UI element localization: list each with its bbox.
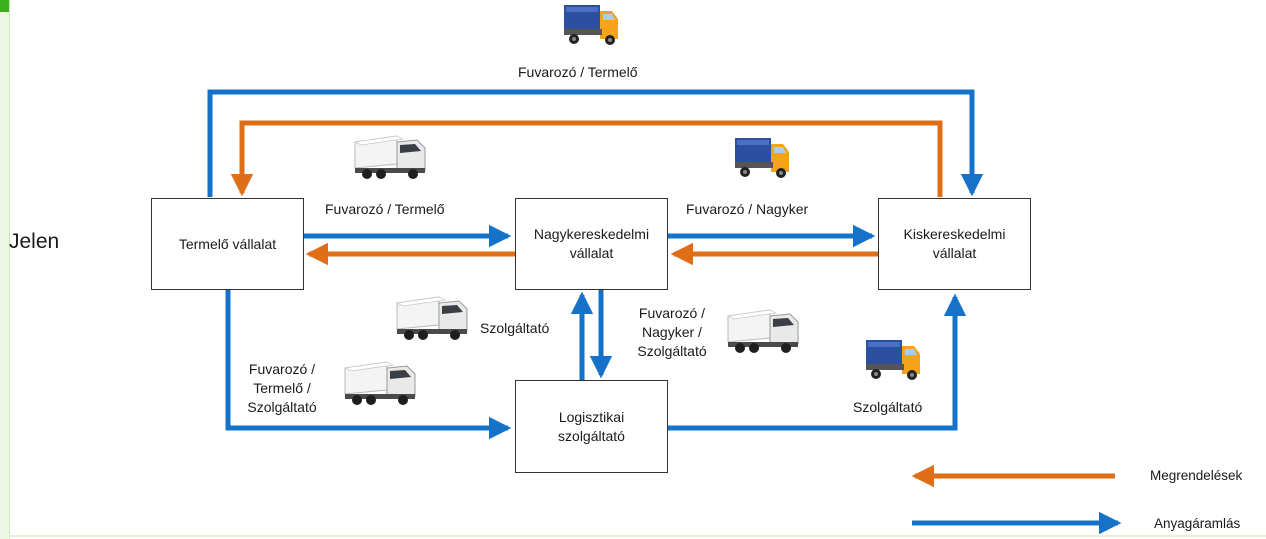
service-provider-label-lower-left: Fuvarozó / Termelő / Szolgáltató [247,361,317,415]
top-carrier-label: Fuvarozó / Termelő [518,64,638,80]
legend-orders-label: Megrendelések [1150,468,1243,483]
truck-blue-icon [866,340,920,380]
legend-material-flow-label: Anyagáramlás [1154,516,1241,531]
left-frame [0,0,10,539]
truck-white-icon [396,296,468,341]
producer-company-label: Termelő vállalat [178,235,277,252]
wholesale-retail-carrier-label: Fuvarozó / Nagyker [686,201,809,217]
producer-company-box: Termelő vállalat [151,198,304,290]
service-provider-label-middle: Fuvarozó / Nagyker / Szolgáltató [637,305,707,359]
service-provider-label-right: Szolgáltató [853,399,923,415]
truck-white-icon [344,361,416,406]
order-arrow-top [230,120,943,197]
logistics-provider-box: Logisztikai szolgáltató [515,380,668,473]
wholesale-company-label: Nagykereskedelmi vállalat [533,226,650,261]
material-flow-arrow-producer-logistics [225,290,512,440]
truck-white-icon [354,135,426,180]
truck-white-icon [727,309,799,354]
bottom-border [9,535,1266,537]
service-provider-label-left: Szolgáltató [480,320,550,336]
wholesale-company-box: Nagykereskedelmi vállalat [515,198,668,290]
material-flow-arrow-top [207,89,984,197]
truck-blue-icon [735,138,789,178]
left-frame-tab [0,0,9,12]
producer-wholesale-carrier-label: Fuvarozó / Termelő [325,201,445,217]
side-label: Jelen [9,230,60,253]
retail-company-label: Kiskereskedelmi vállalat [903,226,1006,261]
truck-blue-icon [564,5,618,45]
retail-company-box: Kiskereskedelmi vállalat [878,198,1031,290]
material-flow-arrow-logistics-retail [667,293,967,431]
logistics-provider-label: Logisztikai szolgáltató [558,408,625,444]
